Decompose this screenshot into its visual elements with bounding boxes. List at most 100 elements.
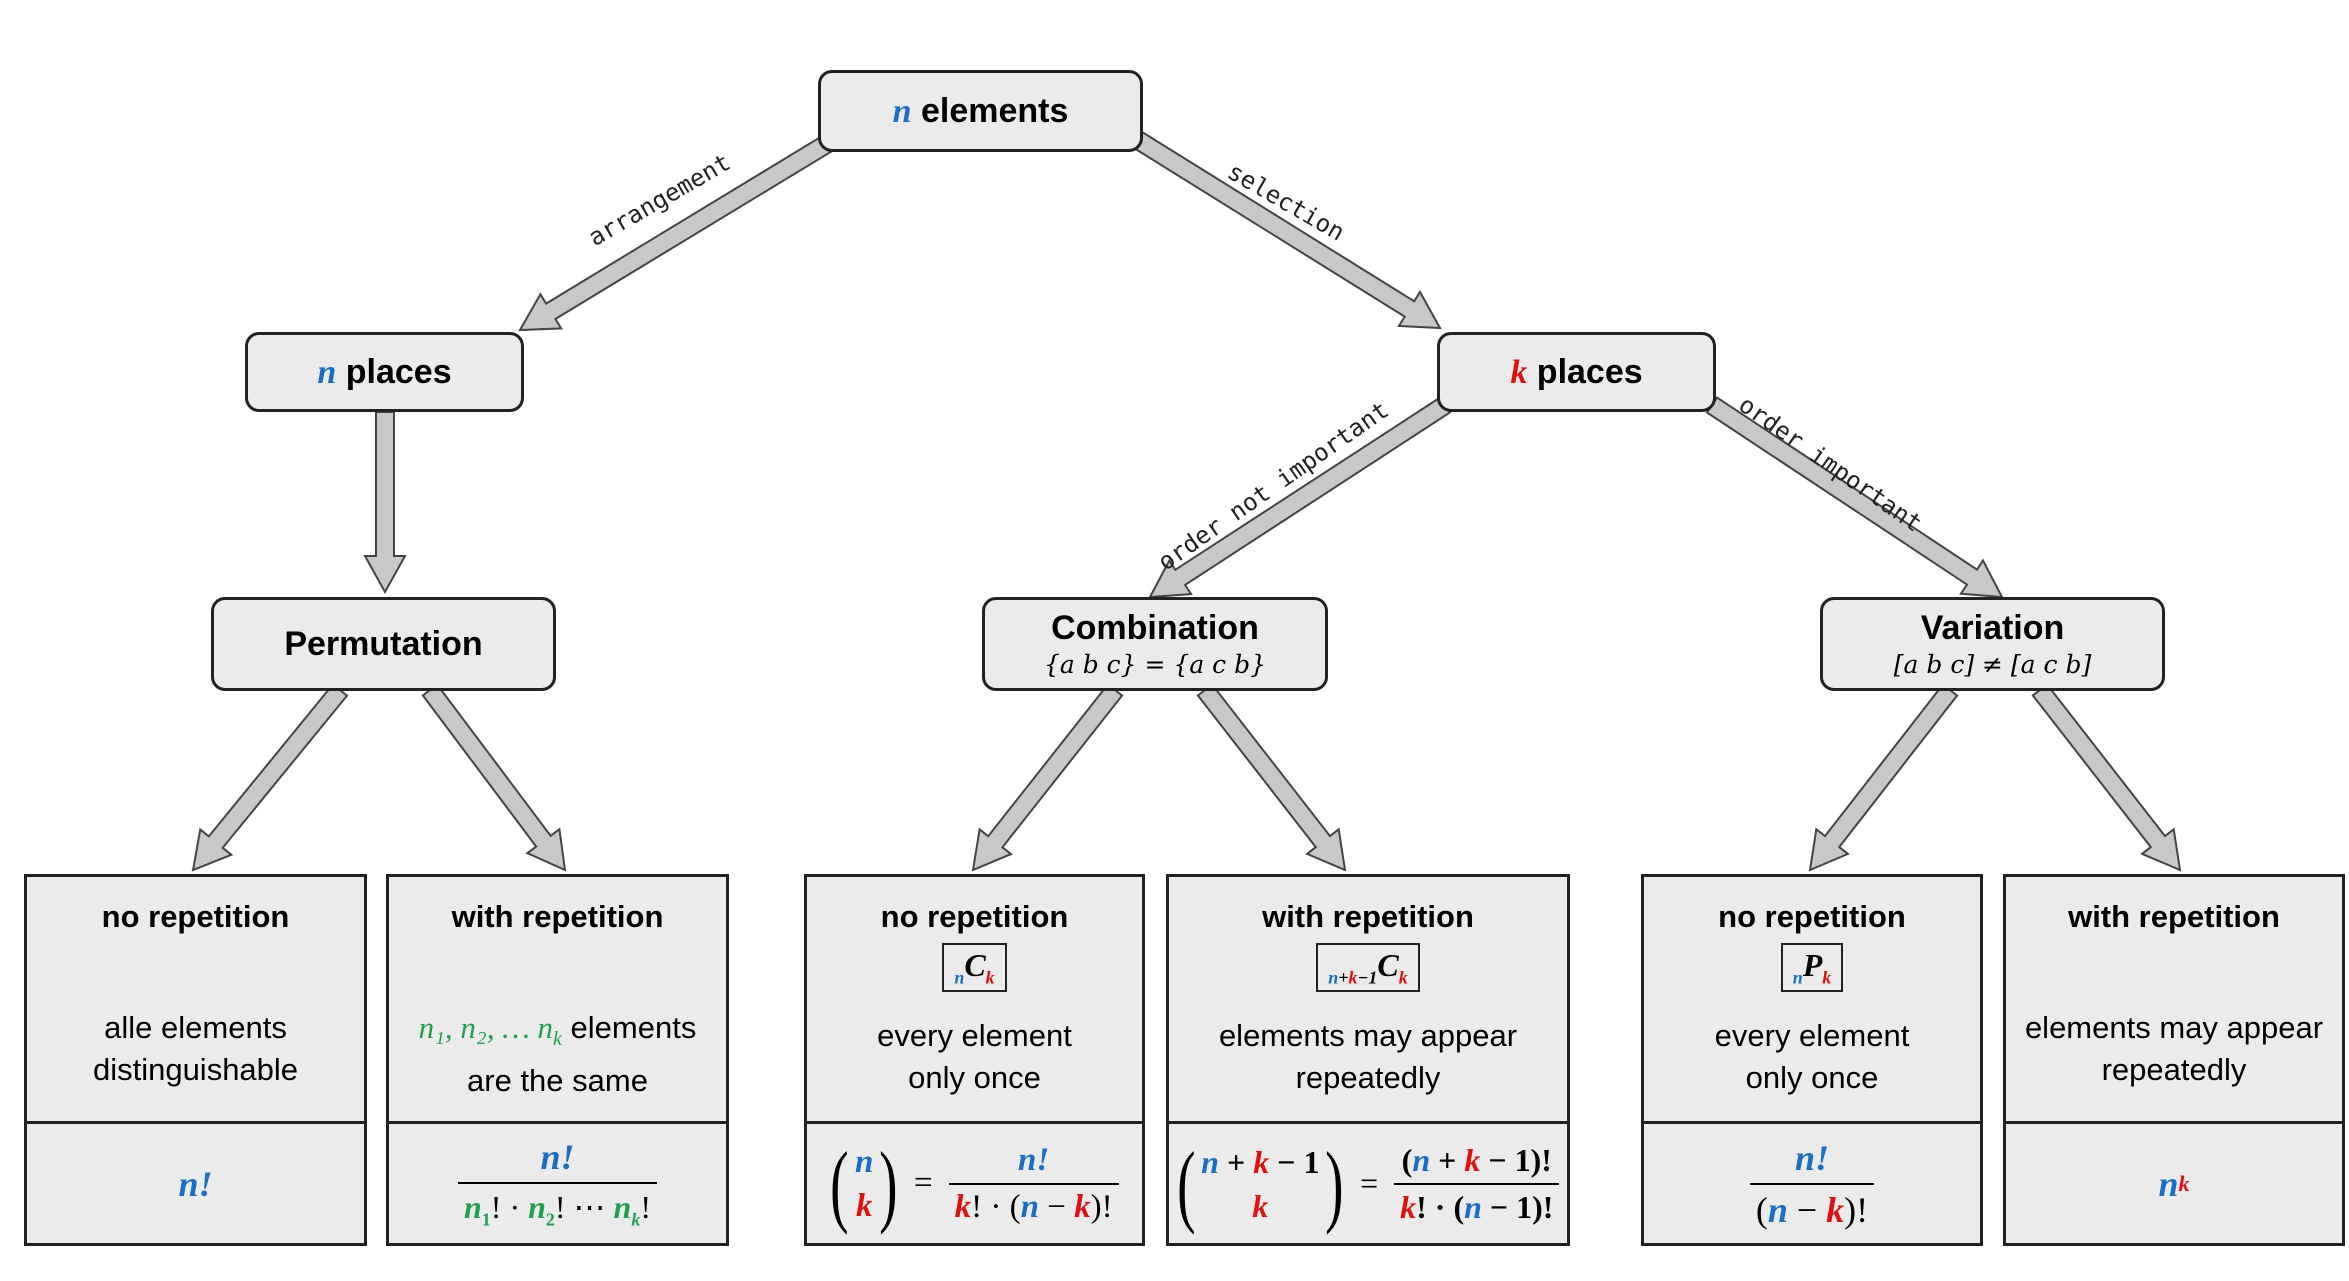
root-label: elements [920, 91, 1069, 130]
symbol-pre-rest: −1 [1357, 967, 1378, 988]
k-places-var: k [1510, 353, 1528, 391]
symbol-pre: n [954, 967, 965, 988]
leaf-heading: no repetition [101, 899, 290, 934]
den-minus: − [1787, 1189, 1827, 1230]
equals-sign: = [914, 1165, 933, 1201]
variation-title: Variation [1920, 609, 2065, 647]
binom-bottom: k [1252, 1187, 1269, 1224]
den-k: k [954, 1188, 972, 1225]
binom-bottom: k [855, 1187, 873, 1224]
den-op: ! · ( [971, 1188, 1021, 1225]
power-exponent: k [2178, 1170, 2190, 1196]
leaf-desc-line2: distinguishable [92, 1052, 299, 1087]
den-n1-sub: 1 [481, 1209, 491, 1230]
symbol-main: P [1802, 947, 1823, 983]
arrow-variation-to-with-rep [2031, 683, 2182, 872]
arrow-k-places-to-combination [1148, 396, 1452, 599]
symbol-nPk: nPk [1780, 943, 1844, 993]
den-end: )! [1844, 1189, 1869, 1230]
num-plus: + [1430, 1141, 1465, 1178]
den-rest: − 1)! [1481, 1188, 1554, 1225]
den-n2-sub: 2 [545, 1209, 555, 1230]
num-n: n [1412, 1141, 1431, 1178]
den-op2: ! ⋯ [554, 1189, 614, 1226]
combination-subtitle: {a b c} = {a c b} [1043, 650, 1267, 679]
binom-top: n [855, 1143, 874, 1180]
num-k: k [1464, 1141, 1481, 1178]
den-open: ( [1755, 1189, 1768, 1230]
symbol-pre: n [1792, 967, 1803, 988]
leaf-heading: no repetition [880, 899, 1069, 934]
leaf-combination-with-repetition: with repetition n+k−1Ck elements may app… [1166, 874, 1570, 1246]
symbol-pre-n: n [1328, 967, 1339, 988]
den-n2: n [528, 1189, 546, 1226]
permutation-node: Permutation [211, 597, 556, 691]
arrow-root-to-k-places [1131, 131, 1442, 330]
variation-node: Variation [a b c] ≠ [a c b] [1820, 597, 2165, 691]
fraction-numerator: n! [1018, 1141, 1050, 1178]
symbol-post: k [1398, 967, 1408, 988]
den-n: n [1767, 1189, 1788, 1230]
den-op: ! · ( [1416, 1188, 1465, 1225]
leaf-desc-line2: repeatedly [1295, 1060, 1441, 1095]
arrow-permutation-to-with-rep [421, 683, 567, 872]
arrow-root-to-n-places [518, 133, 835, 332]
den-k: k [1826, 1189, 1845, 1230]
multinomial-fraction: n! n1! · n2! ⋯ nk! [457, 1136, 657, 1230]
variation-subtitle: [a b c] ≠ [a c b] [1893, 650, 2092, 679]
binom-minus: − 1 [1269, 1143, 1320, 1180]
den-k2: k [1074, 1188, 1091, 1225]
leaf-desc-line2: only once [1745, 1060, 1879, 1095]
combination-node: Combination {a b c} = {a c b} [982, 597, 1328, 691]
symbol-pre-plus: + [1338, 967, 1349, 988]
symbol-post: k [1822, 967, 1832, 988]
den-end: )! [1090, 1188, 1113, 1225]
leaf-desc-line2: are the same [467, 1063, 648, 1099]
root-var: n [892, 92, 912, 130]
binom-k: k [1253, 1143, 1270, 1180]
power-base: n [2158, 1163, 2179, 1204]
arrow-n-places-to-permutation [363, 411, 407, 595]
leaf-desc-line1: elements may appear [1218, 1018, 1518, 1053]
leaf-permutation-no-repetition: no repetition alle elements distinguisha… [24, 874, 367, 1246]
den-k: k [1400, 1188, 1417, 1225]
binom-plus: + [1218, 1143, 1254, 1180]
leaf-desc-line1: every element [877, 1018, 1072, 1053]
den-n1: n [463, 1189, 482, 1226]
leaf-desc-vars: n₁, n₂, … n [418, 1010, 554, 1045]
den-nk: n [613, 1189, 632, 1226]
leaf-desc-line1: alle elements [104, 1010, 287, 1045]
symbol-n-plus-k-minus-1-Ck: n+k−1Ck [1316, 943, 1420, 993]
den-n: n [1020, 1188, 1039, 1225]
fraction-numerator: n! [540, 1137, 575, 1178]
binom-n: n [1201, 1143, 1219, 1180]
root-node: n elements [818, 70, 1143, 152]
den-n: n [1464, 1188, 1482, 1225]
symbol-main: C [964, 947, 986, 983]
leaf-desc-line1: elements [561, 1010, 697, 1045]
den-minus: − [1038, 1188, 1075, 1225]
leaf-combination-no-repetition: no repetition nCk every element only onc… [804, 874, 1145, 1246]
symbol-main: C [1377, 947, 1399, 983]
permutation-title: Permutation [284, 624, 483, 663]
leaf-desc-line1: every element [1714, 1018, 1910, 1053]
den-end: ! [640, 1189, 651, 1226]
leaf-desc-sub: k [553, 1028, 562, 1051]
n-places-node: n places [245, 332, 524, 412]
n-places-label: places [345, 352, 452, 391]
leaf-heading: with repetition [451, 899, 664, 934]
fraction-numerator: n! [1794, 1137, 1829, 1178]
leaf-desc-line2: only once [908, 1060, 1041, 1095]
den-nk-sub: k [631, 1209, 641, 1230]
leaf-desc-line2: repeatedly [2101, 1052, 2247, 1087]
formula-n-factorial: n! [178, 1163, 213, 1204]
leaf-permutation-with-repetition: with repetition n₁, n₂, … nk elements ar… [386, 874, 729, 1246]
k-places-node: k places [1437, 332, 1716, 412]
n-places-var: n [317, 353, 337, 391]
combination-title: Combination [1051, 609, 1259, 647]
leaf-variation-no-repetition: no repetition nPk every element only onc… [1641, 874, 1983, 1246]
arrow-combination-to-no-rep [971, 682, 1124, 872]
leaf-heading: with repetition [2068, 899, 2280, 934]
